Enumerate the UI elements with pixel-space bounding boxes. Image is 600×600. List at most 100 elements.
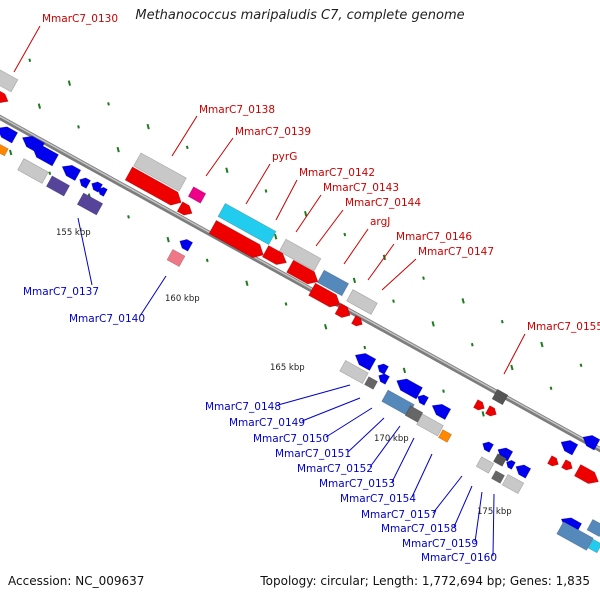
gene-box — [0, 143, 9, 157]
gene-label-mmarc7-0148[interactable]: MmarC7_0148 — [205, 401, 281, 413]
label-leader-line — [411, 453, 433, 498]
gene-label-mmarc7-0142[interactable]: MmarC7_0142 — [299, 167, 375, 179]
kbp-label-165: 165 kbp — [270, 363, 305, 373]
gene-label-mmarc7-0143[interactable]: MmarC7_0143 — [323, 182, 399, 194]
gene-feature[interactable] — [501, 473, 525, 495]
gene-feature[interactable] — [485, 405, 498, 419]
gene-feature[interactable] — [416, 413, 444, 437]
gene-feature[interactable] — [404, 405, 424, 423]
tick-mark — [442, 389, 445, 393]
gene-label-mmarc7-0149[interactable]: MmarC7_0149 — [229, 417, 305, 429]
gene-feature[interactable] — [177, 237, 194, 252]
gene-label-mmarc7-0160[interactable]: MmarC7_0160 — [421, 552, 497, 564]
gene-feature[interactable] — [475, 456, 495, 474]
gene-feature[interactable] — [17, 158, 49, 184]
gene-feature[interactable] — [76, 192, 104, 216]
gene-feature[interactable] — [29, 142, 59, 167]
label-leader-line — [343, 228, 369, 265]
gene-arrow — [91, 181, 103, 193]
gene-feature[interactable] — [334, 302, 353, 320]
gene-feature[interactable] — [89, 180, 103, 193]
gene-feature[interactable] — [586, 518, 600, 538]
gene-feature[interactable] — [0, 89, 11, 106]
gene-label-mmarc7-0144[interactable]: MmarC7_0144 — [345, 197, 421, 209]
gene-box — [76, 192, 104, 216]
gene-label-pyrg[interactable]: pyrG — [272, 151, 297, 163]
gene-label-mmarc7-0151[interactable]: MmarC7_0151 — [275, 448, 351, 460]
gene-feature[interactable] — [0, 143, 9, 157]
gene-arrow — [377, 363, 389, 375]
gene-label-mmarc7-0150[interactable]: MmarC7_0150 — [253, 433, 329, 445]
gene-feature[interactable] — [573, 464, 600, 488]
gene-feature[interactable] — [491, 388, 509, 406]
gene-label-mmarc7-0155[interactable]: MmarC7_0155 — [527, 321, 600, 333]
gene-feature[interactable] — [558, 437, 579, 456]
gene-feature[interactable] — [438, 429, 452, 443]
gene-feature[interactable] — [352, 349, 377, 371]
gene-label-mmarc7-0140[interactable]: MmarC7_0140 — [69, 313, 145, 325]
gene-arrow — [32, 145, 59, 167]
gene-feature[interactable] — [176, 201, 195, 218]
gene-feature[interactable] — [97, 186, 108, 197]
gene-feature[interactable] — [364, 376, 378, 390]
gene-feature[interactable] — [45, 175, 71, 197]
label-leader-line — [347, 417, 385, 453]
gene-label-mmarc7-0130[interactable]: MmarC7_0130 — [42, 13, 118, 25]
gene-feature[interactable] — [124, 166, 185, 209]
tick-mark — [166, 236, 170, 243]
gene-label-mmarc7-0152[interactable]: MmarC7_0152 — [297, 463, 373, 475]
gene-feature[interactable] — [393, 375, 423, 400]
gene-label-mmarc7-0153[interactable]: MmarC7_0153 — [319, 478, 395, 490]
gene-arrow — [482, 441, 494, 453]
gene-box — [166, 248, 186, 268]
gene-feature[interactable] — [278, 238, 322, 272]
gene-label-mmarc7-0137[interactable]: MmarC7_0137 — [23, 286, 99, 298]
label-leader-line — [277, 384, 351, 406]
gene-feature[interactable] — [0, 67, 19, 93]
gene-label-mmarc7-0138[interactable]: MmarC7_0138 — [199, 104, 275, 116]
gene-arrow — [176, 201, 193, 216]
gene-label-mmarc7-0154[interactable]: MmarC7_0154 — [340, 493, 416, 505]
gene-feature[interactable] — [415, 393, 429, 406]
gene-label-mmarc7-0146[interactable]: MmarC7_0146 — [396, 231, 472, 243]
gene-feature[interactable] — [217, 202, 277, 246]
gene-feature[interactable] — [133, 152, 187, 192]
gene-feature[interactable] — [59, 161, 82, 182]
gene-feature[interactable] — [556, 521, 594, 551]
gene-feature[interactable] — [77, 176, 91, 189]
gene-label-mmarc7-0158[interactable]: MmarC7_0158 — [381, 523, 457, 535]
gene-feature[interactable] — [346, 289, 378, 315]
gene-feature[interactable] — [513, 462, 532, 479]
gene-label-mmarc7-0139[interactable]: MmarC7_0139 — [235, 126, 311, 138]
gene-feature[interactable] — [587, 538, 600, 554]
tick-mark — [9, 149, 13, 156]
gene-feature[interactable] — [339, 360, 369, 384]
gene-feature[interactable] — [187, 186, 207, 204]
gene-feature[interactable] — [561, 459, 574, 473]
gene-feature[interactable] — [376, 372, 390, 385]
gene-feature[interactable] — [580, 432, 600, 451]
gene-feature[interactable] — [286, 259, 322, 288]
gene-label-mmarc7-0147[interactable]: MmarC7_0147 — [418, 246, 494, 258]
gene-feature[interactable] — [505, 459, 516, 470]
gene-feature[interactable] — [473, 399, 486, 413]
gene-feature[interactable] — [208, 219, 267, 261]
gene-label-mmarc7-0157[interactable]: MmarC7_0157 — [361, 509, 437, 521]
gene-feature[interactable] — [316, 269, 350, 297]
gene-feature[interactable] — [261, 245, 289, 269]
gene-feature[interactable] — [308, 282, 344, 311]
gene-box — [133, 152, 187, 192]
gene-box — [17, 158, 49, 184]
gene-label-mmarc7-0159[interactable]: MmarC7_0159 — [402, 538, 478, 550]
gene-label-argj[interactable]: argJ — [370, 216, 390, 228]
gene-feature[interactable] — [351, 315, 364, 329]
gene-feature[interactable] — [429, 400, 452, 421]
gene-feature[interactable] — [491, 470, 505, 484]
gene-box — [0, 67, 19, 93]
gene-feature[interactable] — [493, 453, 507, 467]
gene-feature[interactable] — [547, 455, 560, 469]
gene-feature[interactable] — [480, 440, 494, 453]
gene-feature[interactable] — [0, 123, 19, 144]
gene-feature[interactable] — [375, 362, 389, 375]
gene-feature[interactable] — [166, 248, 186, 268]
